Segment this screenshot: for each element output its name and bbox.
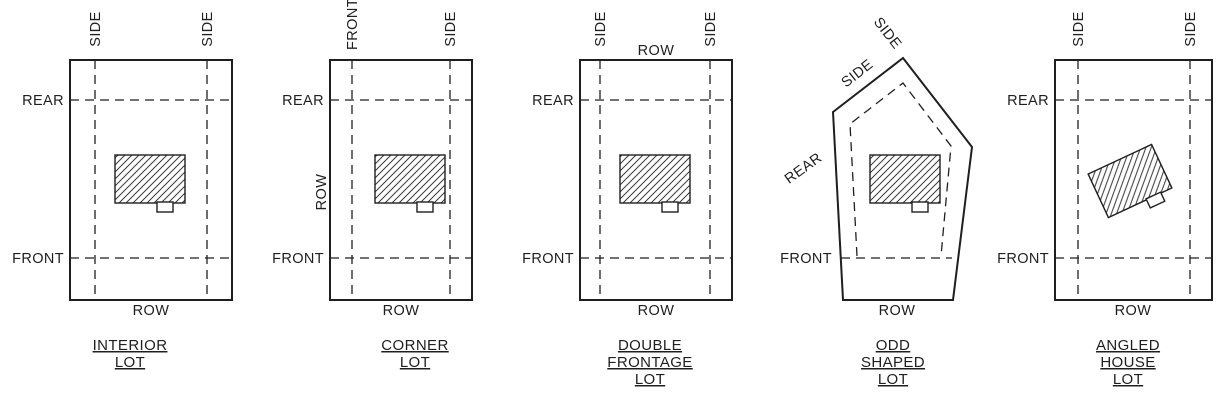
lot-outline bbox=[69, 59, 233, 301]
rear-label: REAR bbox=[782, 150, 825, 188]
front-label: FRONT bbox=[522, 251, 574, 267]
side-label-right: SIDE bbox=[1183, 11, 1199, 46]
panel-double-frontage-lot: SIDE SIDE ROW REAR FRONT ROW DOUBLE FRON… bbox=[522, 11, 733, 388]
panel-interior-lot: SIDE SIDE REAR FRONT ROW INTERIOR LOT bbox=[12, 11, 233, 371]
panel-odd-shaped-lot: SIDE SIDE REAR FRONT ROW ODD SHAPED LOT bbox=[780, 15, 974, 388]
angled-house-group bbox=[1087, 143, 1173, 219]
front-label: FRONT bbox=[997, 251, 1049, 267]
caption-line: SHAPED bbox=[861, 354, 925, 371]
house-entry-notch bbox=[416, 201, 434, 213]
front-label-top: FRONT bbox=[345, 0, 361, 50]
house-entry-notch bbox=[661, 201, 679, 213]
caption-line: HOUSE bbox=[1100, 354, 1155, 371]
lot-outline bbox=[1054, 59, 1213, 301]
setback-line-perimeter bbox=[849, 82, 952, 257]
row-label-top: ROW bbox=[638, 43, 675, 59]
lot-outline bbox=[579, 59, 733, 301]
caption-line: LOT bbox=[635, 371, 665, 388]
rear-label: REAR bbox=[1007, 93, 1049, 109]
side-label-upper: SIDE bbox=[839, 57, 877, 91]
side-label-right: SIDE bbox=[200, 11, 216, 46]
front-label: FRONT bbox=[272, 251, 324, 267]
row-label-bottom: ROW bbox=[879, 303, 916, 319]
caption-line: ANGLED bbox=[1096, 337, 1160, 354]
caption-line: LOT bbox=[1113, 371, 1143, 388]
caption-line: INTERIOR bbox=[93, 337, 168, 354]
caption-line: ODD bbox=[876, 337, 911, 354]
side-label-peak: SIDE bbox=[870, 15, 904, 53]
panel-corner-lot: FRONT SIDE REAR ROW FRONT ROW CORNER LOT bbox=[272, 0, 473, 371]
front-label: FRONT bbox=[780, 251, 832, 267]
house-footprint bbox=[374, 154, 446, 204]
row-label-bottom: ROW bbox=[383, 303, 420, 319]
house-footprint bbox=[114, 154, 186, 204]
row-label-bottom: ROW bbox=[638, 303, 675, 319]
side-label-right: SIDE bbox=[443, 11, 459, 46]
caption-line: DOUBLE bbox=[618, 337, 682, 354]
row-label-left: ROW bbox=[314, 174, 330, 211]
caption-line: FRONTAGE bbox=[607, 354, 692, 371]
rear-label: REAR bbox=[282, 93, 324, 109]
front-label: FRONT bbox=[12, 251, 64, 267]
rear-label: REAR bbox=[22, 93, 64, 109]
caption-line: LOT bbox=[878, 371, 908, 388]
side-label-left: SIDE bbox=[1071, 11, 1087, 46]
lot-outline bbox=[831, 56, 974, 301]
caption-line: CORNER bbox=[381, 337, 448, 354]
row-label-bottom: ROW bbox=[1115, 303, 1152, 319]
house-footprint bbox=[869, 154, 941, 204]
house-footprint bbox=[1087, 143, 1173, 219]
side-label-left: SIDE bbox=[88, 11, 104, 46]
house-entry-notch bbox=[156, 201, 174, 213]
caption-line: LOT bbox=[400, 354, 430, 371]
house-footprint bbox=[619, 154, 691, 204]
panel-angled-house-lot: SIDE SIDE REAR FRONT ROW ANGLED HOUSE LO… bbox=[997, 11, 1213, 388]
side-label-left: SIDE bbox=[593, 11, 609, 46]
house-entry-notch bbox=[1145, 191, 1166, 209]
rear-label: REAR bbox=[532, 93, 574, 109]
caption-line: LOT bbox=[115, 354, 145, 371]
side-label-right: SIDE bbox=[703, 11, 719, 46]
lot-outline bbox=[329, 59, 473, 301]
row-label-bottom: ROW bbox=[133, 303, 170, 319]
house-entry-notch bbox=[911, 201, 929, 213]
